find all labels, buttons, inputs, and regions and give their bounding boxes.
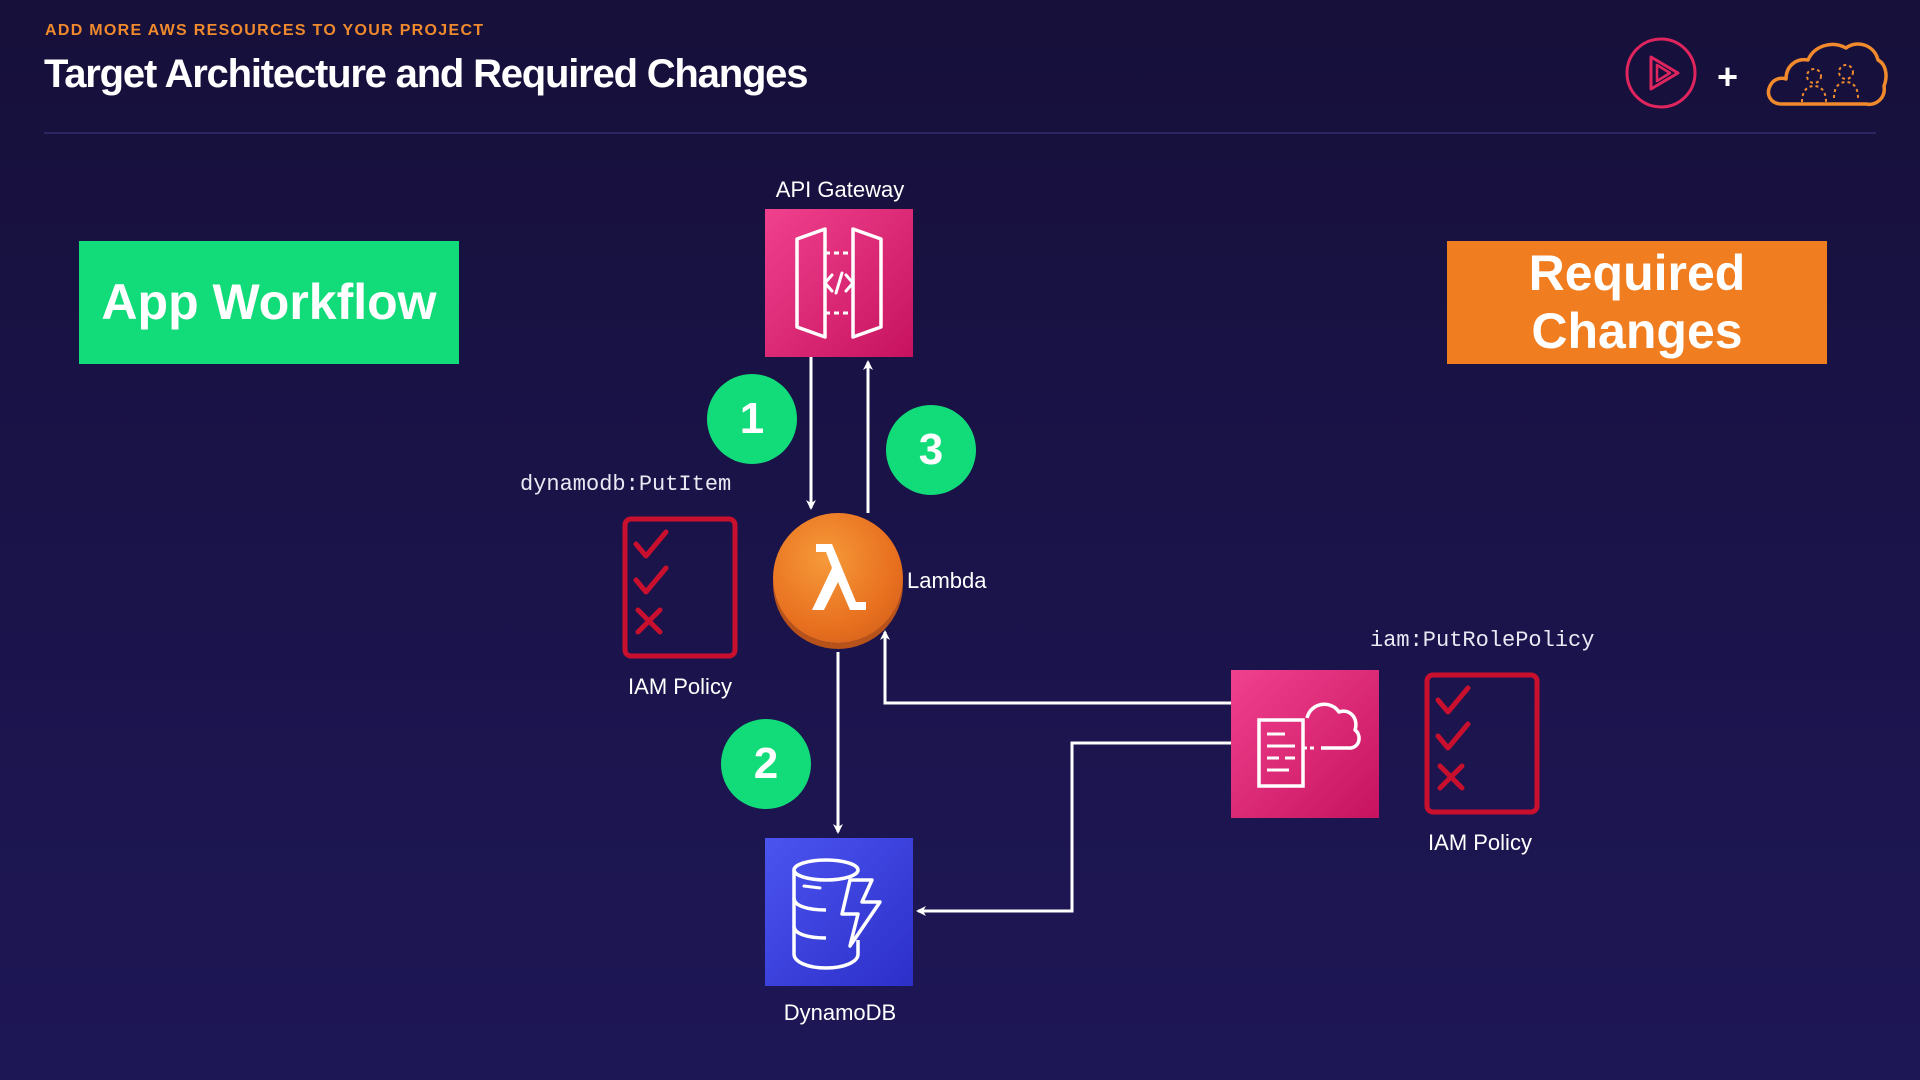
lambda-icon [812, 544, 866, 610]
header-divider [44, 132, 1876, 134]
putrolepolicy-permission: iam:PutRolePolicy [1370, 628, 1595, 653]
page-title: Target Architecture and Required Changes [44, 52, 808, 96]
app-workflow-badge: App Workflow [79, 241, 459, 364]
arrow-iam-to-dynamodb [916, 741, 1231, 916]
iam-policy-left-label: IAM Policy [628, 674, 732, 699]
plus-sign: + [1717, 56, 1739, 97]
step-3-badge: 3 [886, 405, 976, 495]
dynamodb-node [765, 838, 913, 986]
policy-checklist-icon [622, 516, 738, 659]
play-circle-icon [1625, 37, 1697, 109]
api-gateway-node [765, 209, 913, 357]
lambda-label: Lambda [907, 568, 987, 593]
step-2-badge: 2 [721, 719, 811, 809]
policy-checklist-icon [1424, 672, 1540, 815]
iam-policy-right-label: IAM Policy [1428, 830, 1532, 855]
dynamodb-label: DynamoDB [783, 1000, 897, 1025]
cloud-people-icon [1766, 42, 1888, 107]
arrow-iam-to-lambda [880, 630, 1231, 705]
step-1-badge: 1 [707, 374, 797, 464]
api-gateway-label: API Gateway [775, 177, 905, 202]
cloudformation-node [1231, 670, 1379, 818]
cloud-document-icon [1257, 702, 1361, 788]
section-eyebrow: ADD MORE AWS RESOURCES TO YOUR PROJECT [45, 22, 485, 39]
lambda-node [773, 513, 903, 643]
putitem-permission: dynamodb:PutItem [520, 472, 732, 497]
required-changes-badge: Required Changes [1447, 241, 1827, 364]
api-gateway-icon [795, 227, 883, 339]
dynamodb-icon [792, 858, 882, 970]
